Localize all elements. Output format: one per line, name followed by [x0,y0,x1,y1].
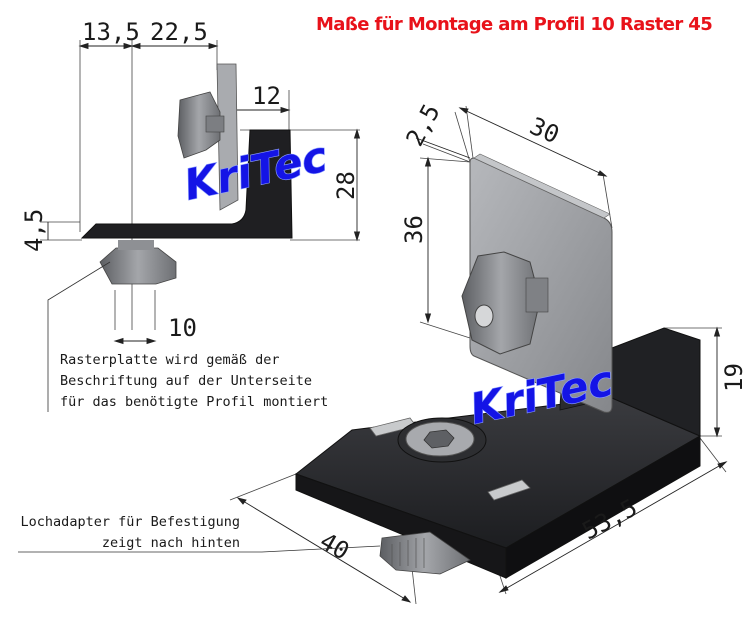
adapter-note-line-1: Lochadapter für Befestigung [20,514,240,530]
side-bracket-profile [80,129,293,239]
hex-socket-screw-icon [397,417,487,463]
dim-22-5: 22,5 [150,18,208,46]
dim-10: 10 [168,314,197,342]
iso-adapter-ridges [391,538,425,568]
side-plate [216,63,239,211]
iso-tnut-hole [474,304,494,328]
iso-slot-right [487,479,531,501]
raster-note-line-3: für das benötigte Profil montiert [60,394,329,410]
side-tnut-lower [99,247,177,285]
iso-tnut-shaft [525,277,549,313]
iso-dimension-lines [236,107,728,603]
dim-36: 36 [400,215,428,244]
iso-base-right [505,435,701,579]
raster-note: Rasterplatte wird gemäß der Beschriftung… [60,350,328,413]
adapter-leader-line [18,545,381,553]
side-lower-bolt [118,240,154,250]
dim-13-5: 13,5 [82,18,140,46]
dim-4-5: 4,5 [20,209,48,252]
raster-leader-line [47,261,111,412]
dim-19: 19 [720,363,748,392]
iso-lock-adapter [379,531,471,575]
adapter-note: Lochadapter für Befestigung zeigt nach h… [18,512,240,554]
raster-note-line-1: Rasterplatte wird gemäß der [60,352,280,368]
side-tnut-upper [177,91,221,159]
adapter-note-line-2: zeigt nach hinten [101,535,240,551]
dim-40: 40 [315,527,354,566]
dim-2-5: 2,5 [401,99,446,150]
dim-12: 12 [252,82,281,110]
dim-28: 28 [332,171,360,200]
raster-note-line-2: Beschriftung auf der Unterseite [60,373,312,389]
side-nut-bolt [205,115,225,133]
page-title: Maße für Montage am Profil 10 Raster 45 [316,14,713,35]
iso-view: 2,5 30 36 19 53,5 40 KriTec [18,99,748,605]
dim-30: 30 [526,112,564,149]
iso-plate-edge [473,153,611,219]
